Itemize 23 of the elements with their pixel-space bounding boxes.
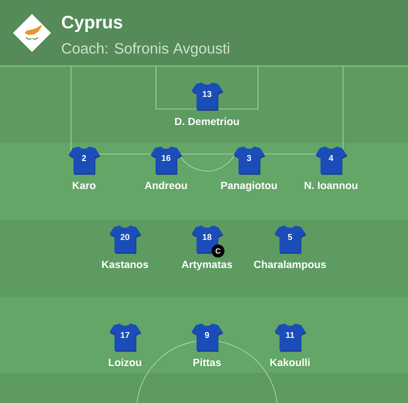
player-name: Andreou [144,181,187,190]
player-name: Charalampous [254,260,326,270]
jersey: 17 [110,324,142,352]
jersey: 16 [150,146,182,175]
jersey: 3 [234,146,266,175]
subtitle: Coach: Sofronis Avgousti [62,42,230,57]
jersey: 13 [192,82,224,111]
jersey: 9 [192,324,224,352]
jersey: 5 [274,226,306,254]
player-name: Kastanos [102,260,148,268]
player-name: Kakoulli [270,358,310,366]
player-name: N. Ioannou [304,182,358,190]
jersey: 4 [316,146,348,175]
jersey: 20 [110,226,142,254]
player-name: Karo [72,182,96,190]
player-name: D. Demetriou [175,117,239,126]
jersey: 2 [68,146,100,175]
jersey: 11 [274,324,306,352]
title: Cyprus [62,16,122,32]
player-name: Panagiotou [221,181,277,192]
player-name: Artymatas [182,260,232,270]
player-name: Pittas [193,358,221,366]
player-name: Loizou [108,358,142,366]
